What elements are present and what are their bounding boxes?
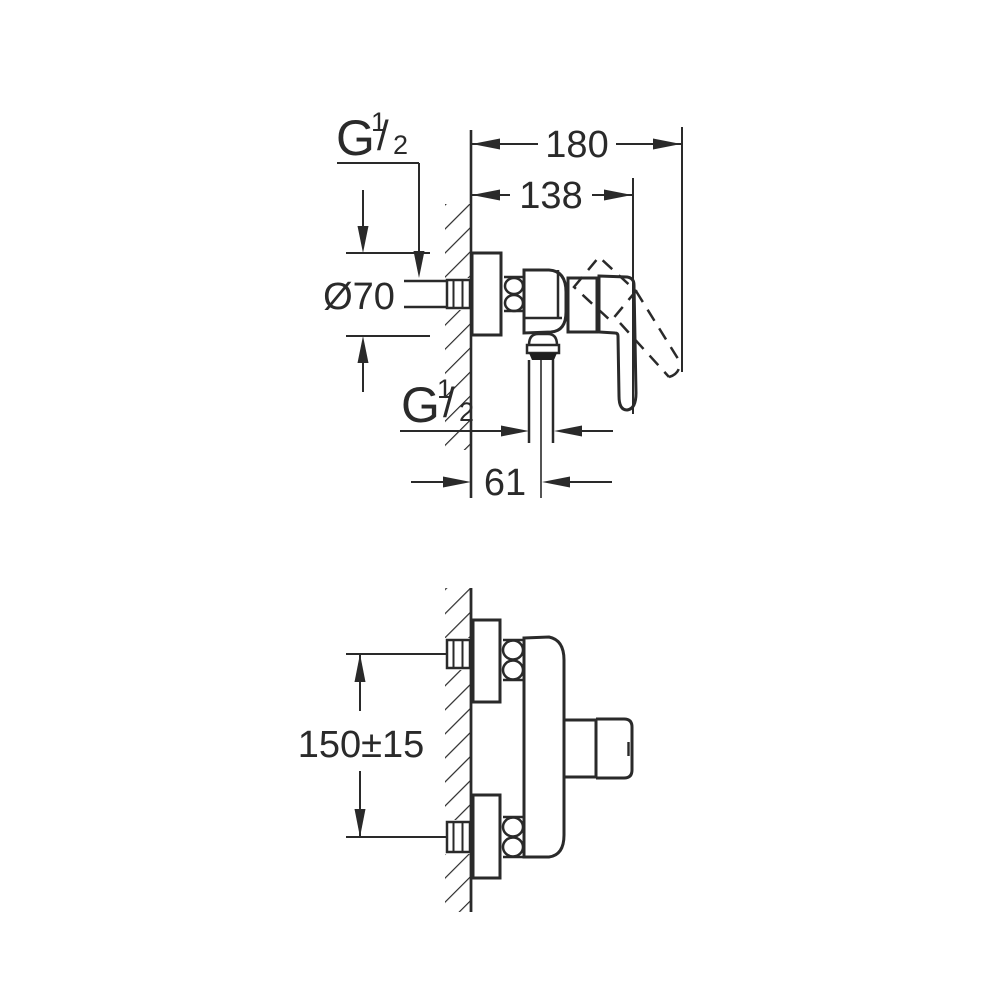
arrowhead-left-pointing [554,425,582,437]
thread-outlet-numerator: 1 [437,374,452,404]
arrowhead-left [472,138,500,150]
wall-flange-upper [471,618,502,704]
dashed-lever-tip [668,361,682,379]
mixer-body [522,268,568,335]
handle-lever-dashed [572,255,682,379]
arrowhead-down [354,809,366,837]
thread-outlet-letter: G [401,377,440,433]
wall-hatch-middle [445,670,471,820]
body-outline [522,635,566,859]
thread-label-outlet: G 1 / 2 [400,374,613,437]
arrowhead-right-pointing [443,476,471,488]
thread-inlet-letter: G [336,110,375,166]
arrowhead-right [653,138,681,150]
wall-hatch-upper [445,204,471,278]
union-nut [503,275,525,313]
arrowhead-down [357,226,369,253]
dimension-diameter-70: Ø70 [323,190,430,392]
front-view: 150±15 [298,588,634,912]
dim-180-label: 180 [545,124,608,166]
thread-inlet-denominator: 2 [393,130,408,160]
arrowhead-up [357,336,369,363]
hex-nut [445,278,472,310]
dimension-138: 138 [472,175,634,414]
outlet-shoulder [527,332,559,346]
thread-inlet-numerator: 1 [371,107,386,137]
dim-70-label: Ø70 [323,276,395,318]
upper-connection [445,618,525,704]
shower-outlet [525,332,561,498]
dimension-180: 180 [472,124,683,372]
handle-cap-and-lever [597,274,638,412]
wall-section-front [445,588,473,912]
arrowhead-up [354,654,366,682]
hex-nut-lower [445,820,472,854]
wall-section [445,130,473,498]
outlet-band [525,343,561,355]
thread-label-inlet: G 1 / 2 [336,107,425,278]
wall-flange [470,251,503,337]
wall-flange-lower [471,793,502,880]
outlet-seal-ring [529,353,557,360]
union-nut-lower [501,815,525,859]
leader-arrowhead [413,251,425,278]
thread-inlet-slash: / [377,112,389,159]
union-bead [501,816,525,838]
dashed-cap-outline [572,255,638,323]
dim-150-label: 150±15 [298,724,425,766]
union-bead [501,659,525,681]
arrowhead-left [472,189,500,201]
union-bead [503,293,525,313]
arrowhead-right [604,189,632,201]
wall-hatch-lower [445,310,471,450]
mixer-body-front [522,635,634,859]
arrowhead-right-pointing [501,425,529,437]
side-view: 180 138 G 1 / 2 Ø7 [323,107,683,504]
dim-138-label: 138 [519,175,582,217]
inlet-connection [404,278,472,310]
dashed-lever-lower-edge [619,322,670,378]
wall-hatch-lower [445,854,471,912]
wall-hatch-upper [445,588,471,638]
dashed-lever-upper-edge [634,290,682,363]
union-bead [501,836,525,858]
cartridge-collar [566,276,599,334]
mixer-fitting [470,251,638,412]
union-bead [503,276,525,296]
thread-outlet-denominator: 2 [459,397,474,427]
dim-61-label: 61 [484,462,526,504]
dimension-150: 150±15 [298,653,447,838]
dimension-61: 61 [411,462,612,504]
union-nut-upper [501,638,525,682]
spout-cap [596,717,634,780]
hex-nut-upper [445,638,472,670]
thread-outlet-slash: / [443,379,455,426]
arrowhead-left-pointing [542,476,570,488]
union-bead [501,639,525,661]
